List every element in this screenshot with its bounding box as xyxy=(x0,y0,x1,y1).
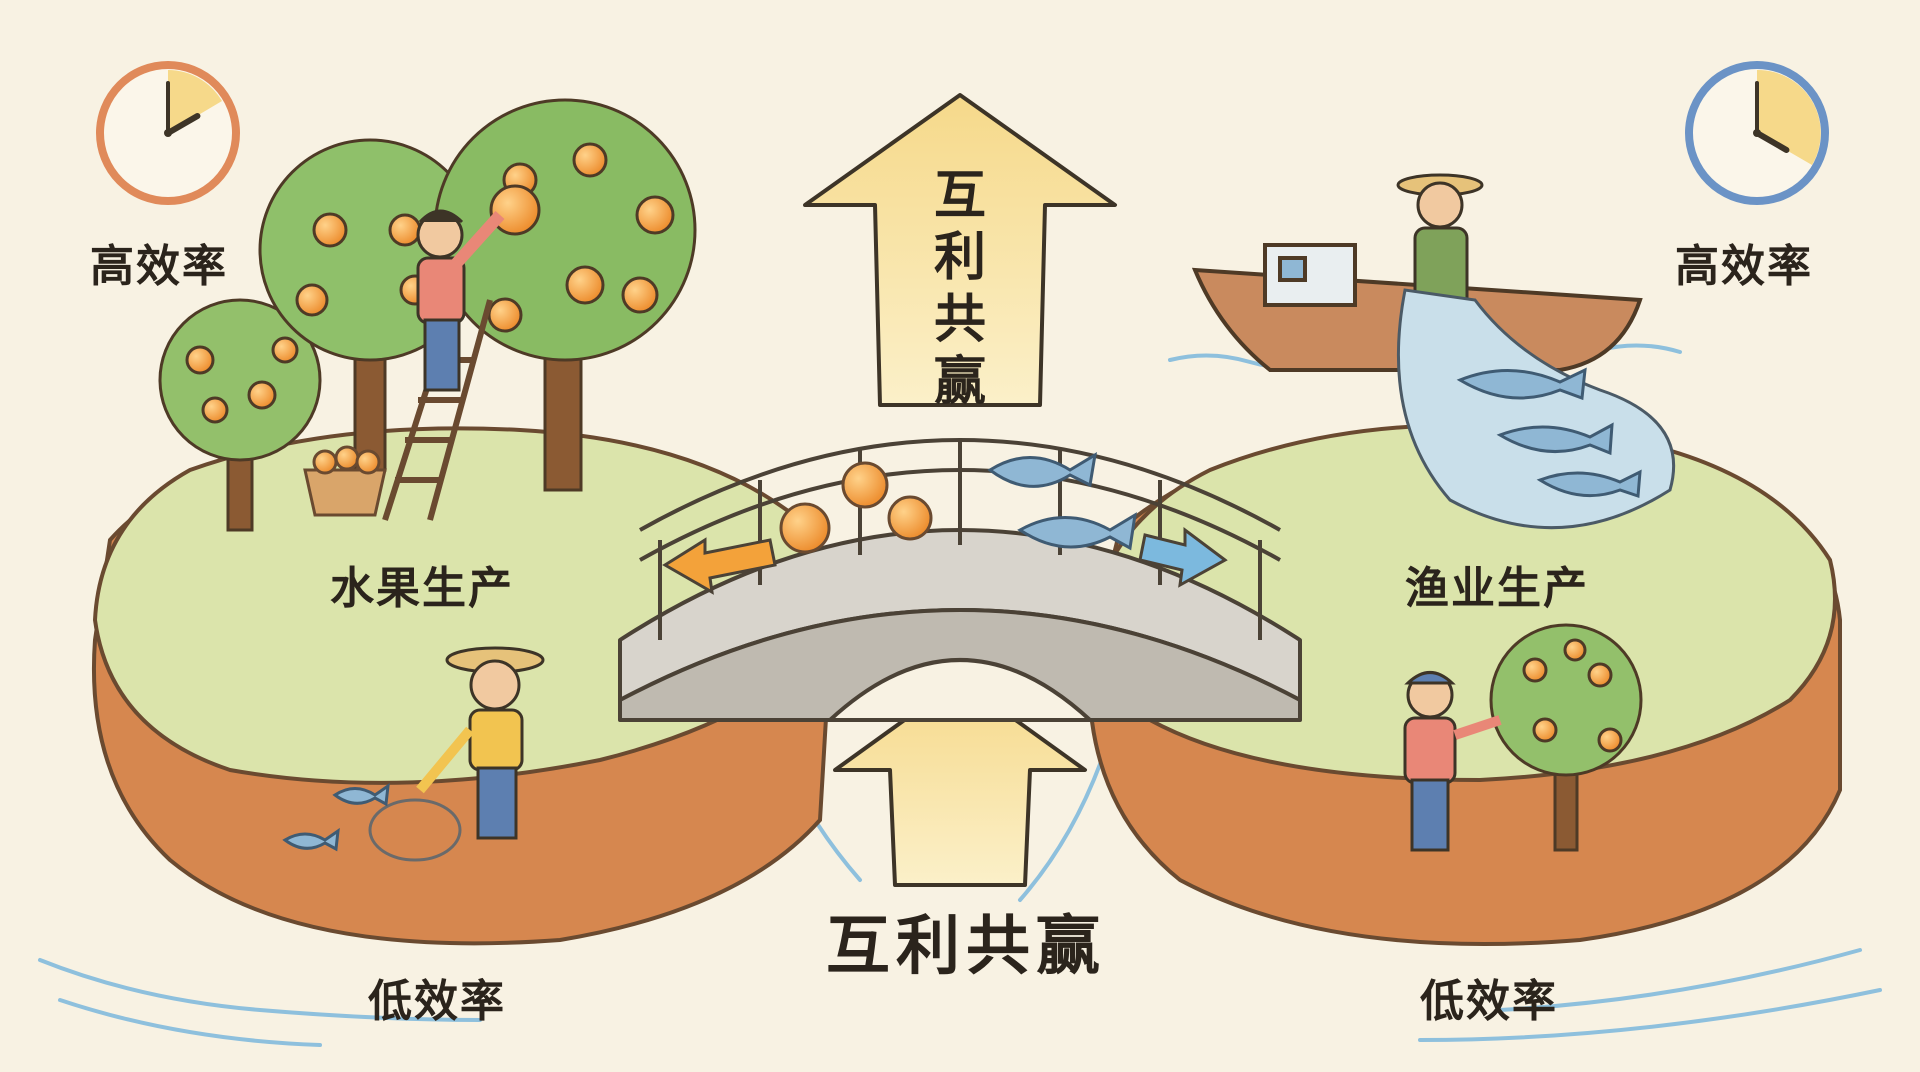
center-bottom-title: 互利共赢 xyxy=(826,910,1106,984)
upward-arrow-bottom xyxy=(833,678,1087,887)
right-flow-arrow xyxy=(1138,527,1228,588)
bridge-fish xyxy=(987,452,1137,551)
upward-arrow-top xyxy=(803,93,1117,407)
fisherman xyxy=(1396,173,1484,310)
right-top-efficiency-label: 高效率 xyxy=(1675,241,1813,292)
left-struggling-fisher xyxy=(282,646,545,862)
left-low-efficiency-label: 低效率 xyxy=(368,976,506,1027)
right-small-orange-tree xyxy=(1489,623,1643,852)
bridge xyxy=(618,438,1302,722)
fruit-basket xyxy=(303,445,387,517)
right-production-label: 渔业生产 xyxy=(1405,563,1589,614)
fishing-net xyxy=(1396,288,1676,530)
left-flow-arrow xyxy=(662,537,777,595)
bridge-oranges xyxy=(779,461,933,554)
left-clock-icon xyxy=(96,61,240,205)
left-production-label: 水果生产 xyxy=(330,563,514,614)
left-orchard xyxy=(158,98,697,532)
fruit-picker-person xyxy=(416,209,505,392)
right-low-efficiency-label: 低效率 xyxy=(1420,976,1558,1027)
right-island xyxy=(1087,423,1842,946)
left-top-efficiency-label: 高效率 xyxy=(90,241,228,292)
arrow-vertical-label: 互利共赢 xyxy=(933,166,986,412)
right-struggling-picker xyxy=(1403,671,1502,852)
right-clock-icon xyxy=(1685,61,1829,205)
